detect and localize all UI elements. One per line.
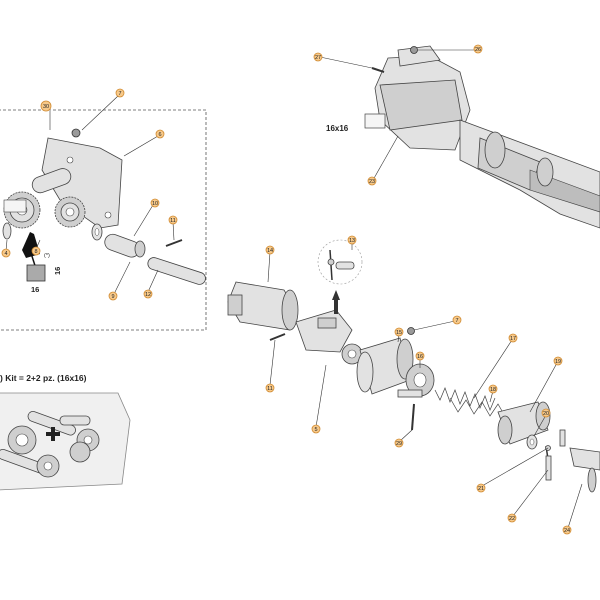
callout-29-label: 29 [396,441,402,447]
callout-30-label: 30 [43,104,49,110]
callout-9: 9 [108,291,118,301]
bolt-27 [371,67,385,73]
callout-13: 13 [347,235,357,245]
shaft-sleeve-left [3,168,72,213]
pin-22 [545,455,552,481]
sleeve-19 [497,401,551,445]
callout-12: 12 [143,289,153,299]
ring-4 [2,222,12,240]
callout-22: 22 [507,513,517,523]
spring-18 [434,387,496,411]
callout-27: 27 [313,52,323,62]
kit-panel [0,392,131,491]
callout-19: 19 [553,356,563,366]
callout-6: 6 [155,129,165,139]
callout-19-label: 19 [555,359,561,365]
callout-22-label: 22 [509,516,515,522]
callout-14-label: 14 [267,248,273,254]
callout-8-label: 8 [34,249,37,255]
callout-20: 20 [541,408,551,418]
shaft-12 [147,257,206,285]
callout-7-left-label: 7 [118,91,121,97]
callout-10-label: 10 [152,201,158,207]
callout-11-center-label: 11 [267,386,273,392]
callout-14: 14 [265,245,275,255]
callout-10: 10 [150,198,160,208]
callout-18-label: 18 [490,387,496,393]
clutch-housing-14 [227,281,299,331]
ring-15 [356,337,414,395]
callout-5-label: 5 [314,427,317,433]
callout-21-label: 21 [478,486,484,492]
arrow-up-icon-center [332,290,340,314]
detail-13 [317,239,363,285]
callout-7-center-label: 7 [455,318,458,324]
callout-29: 29 [394,438,404,448]
pin-11-left [165,239,183,247]
callout-21: 21 [476,483,486,493]
callout-11-center: 11 [265,383,275,393]
callout-16: 16 [415,351,425,361]
callout-27-label: 27 [315,55,321,61]
pin-11-center [269,333,286,341]
bushing-10 [104,233,146,258]
callout-17: 17 [508,333,518,343]
gear-sprocket-2 [54,196,86,228]
callout-12-label: 12 [145,292,151,298]
star-note: (*) [44,253,50,259]
gearbox-size-label: 16x16 [326,124,349,133]
size-box-label-vertical: 16 [53,267,62,275]
kit-text: ) Kit = 2+2 pz. (16x16) [0,373,87,383]
callout-15-label: 15 [396,330,402,336]
kit-gear-bottom-left [0,449,60,478]
callout-7-center: 7 [452,315,462,325]
nut-26 [410,46,418,54]
callout-16-label: 16 [417,354,423,360]
callout-24: 24 [562,525,572,535]
kit-gear-left [7,411,76,455]
spring-17 [449,397,507,419]
callout-24-label: 24 [564,528,570,534]
callout-13-label: 13 [349,238,355,244]
callout-9-label: 9 [111,294,114,300]
callout-4-label: 4 [4,251,7,257]
size-box-16 [26,264,46,282]
callout-8: 8 [31,246,41,256]
gearbox-housing [364,45,471,151]
pto-shaft-right [459,119,600,229]
callout-15: 15 [394,327,404,337]
callout-17-label: 17 [510,336,516,342]
size-box-label-horizontal: 16 [31,285,39,294]
callout-6-label: 6 [158,132,161,138]
callout-11-left: 11 [168,215,178,225]
bolt-7-center [407,327,415,335]
callout-26: 26 [473,44,483,54]
callout-4: 4 [1,248,11,258]
bolt-7-left [71,128,81,138]
kit-gear-bottom-right [69,441,91,463]
callout-30: 30 [40,100,52,112]
callout-gearbox: 23 [367,176,377,186]
pin-29 [411,403,415,431]
washer-20 [526,434,538,450]
callout-7-left: 7 [115,88,125,98]
callout-gearbox-label: 23 [369,179,375,185]
yoke-joint-5 [295,309,363,365]
callout-20-label: 20 [543,411,549,417]
plus-icon [46,427,60,441]
washer-left [91,223,103,241]
callout-26-label: 26 [475,47,481,53]
pin-24 [559,429,600,493]
inset-box-left [0,109,207,331]
callout-18: 18 [488,384,498,394]
callout-11-left-label: 11 [170,218,176,224]
callout-5: 5 [311,424,321,434]
